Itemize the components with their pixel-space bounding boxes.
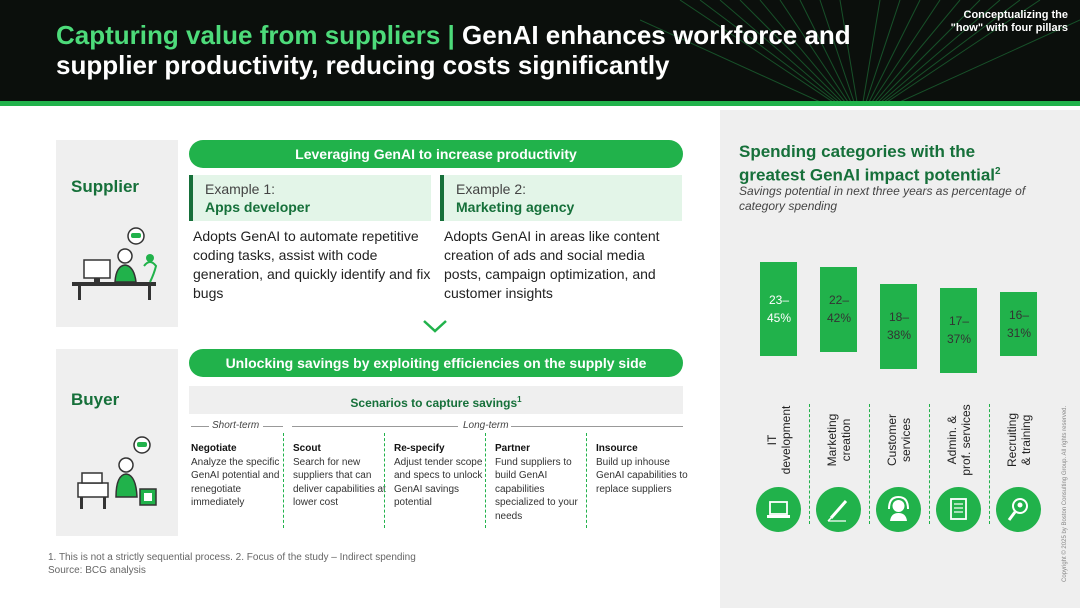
example-1-number: Example 1: [205, 181, 276, 197]
header: Capturing value from suppliers | GenAI e… [0, 0, 1080, 101]
buyer-illustration-icon [77, 436, 157, 509]
category-separator [809, 404, 810, 524]
decorative-rays [640, 0, 1080, 101]
headset-icon [876, 487, 921, 532]
bar-label-admin-prof-services: 17–37% [946, 314, 972, 347]
chevron-down-icon [423, 320, 447, 333]
supplier-pill: Leveraging GenAI to increase productivit… [189, 140, 683, 168]
bar-customer-services [880, 283, 917, 369]
pillars-line-1: Conceptualizing the [963, 9, 1069, 21]
scenario-separator [586, 433, 587, 528]
bar-marketing-creation [820, 266, 857, 352]
scenario-respecify-title: Re-specify [394, 443, 445, 454]
header-accent-bar [0, 101, 1080, 106]
pen-icon [816, 487, 861, 532]
page-title: Capturing value from suppliers | GenAI e… [56, 20, 856, 80]
category-label-recruiting-training: Recruiting& training [987, 402, 1051, 478]
short-term-line-left [191, 426, 209, 427]
buyer-box: Buyer [56, 349, 178, 536]
example-2-name: Marketing agency [456, 199, 575, 215]
scenario-insource-title: Insource [596, 443, 638, 454]
chart-subtitle: Savings potential in next three years as… [739, 184, 1026, 213]
category-separator [929, 404, 930, 524]
laptop-icon [756, 487, 801, 532]
long-term-line-right [511, 426, 683, 427]
document-icon [936, 487, 981, 532]
example-2-header: Example 2: Marketing agency [440, 175, 682, 221]
scenario-partner: Partner Fund suppliers to build GenAI ca… [495, 442, 591, 523]
category-separator [989, 404, 990, 524]
scenario-respecify: Re-specify Adjust tender scope and specs… [394, 442, 490, 510]
bar-recruiting-training [1000, 292, 1037, 356]
category-label-admin-prof-services: Admin. &prof. services [927, 402, 991, 478]
scenario-scout-title: Scout [293, 443, 321, 454]
category-label-text: Admin. &prof. services [945, 404, 973, 476]
short-term-label: Short-term [212, 420, 260, 431]
magnifier-icon [996, 487, 1041, 532]
scenario-separator [384, 433, 385, 528]
bar-label-marketing-creation: 22–42% [826, 293, 852, 325]
scenario-negotiate: Negotiate Analyze the specific GenAI pot… [191, 442, 287, 510]
scenario-scout: Scout Search for new suppliers that can … [293, 442, 389, 510]
scenario-separator [485, 433, 486, 528]
category-label-text: Recruiting& training [1005, 412, 1033, 468]
buyer-pill: Unlocking savings by exploiting efficien… [189, 349, 683, 377]
scenario-partner-title: Partner [495, 443, 531, 454]
supplier-label: Supplier [71, 177, 140, 196]
example-2-number: Example 2: [456, 181, 527, 197]
scenario-insource-text: Build up inhouse GenAI capabilities to r… [596, 456, 688, 495]
long-term-line-left [292, 426, 458, 427]
chart-title: Spending categories with the greatest Ge… [739, 142, 1039, 186]
example-1-name: Apps developer [205, 199, 311, 215]
scenario-negotiate-text: Analyze the specific GenAI potential and… [191, 456, 280, 509]
title-rest: GenAI enhances workforce and supplier pr… [56, 20, 851, 80]
supplier-box: Supplier [56, 140, 178, 327]
example-1-header: Example 1: Apps developer [189, 175, 431, 221]
title-accent: Capturing value from suppliers | [56, 20, 455, 50]
footnote-source: Source: BCG analysis [48, 565, 146, 576]
bar-admin-prof-services [940, 287, 977, 373]
short-term-line-right [263, 426, 283, 427]
bar-label-customer-services: 18–38% [886, 310, 912, 342]
copyright-note: Copyright © 2025 by Boston Consulting Gr… [1062, 405, 1068, 582]
bar-label-it-development: 23–45% [766, 293, 792, 325]
scenario-separator [283, 433, 284, 528]
pillars-note: Conceptualizing the "how" with four pill… [908, 9, 1068, 35]
long-term-label: Long-term [463, 420, 509, 431]
example-2-description: Adopts GenAI in areas like content creat… [444, 228, 660, 301]
scenario-insource: Insource Build up inhouse GenAI capabili… [596, 442, 692, 496]
scenario-partner-text: Fund suppliers to build GenAI capabiliti… [495, 456, 578, 522]
scenario-scout-text: Search for new suppliers that can delive… [293, 456, 386, 509]
example-1-description: Adopts GenAI to automate repetitive codi… [193, 228, 431, 301]
scenario-respecify-text: Adjust tender scope and specs to unlock … [394, 456, 483, 509]
chart-title-footnote-marker: 2 [995, 166, 1001, 177]
pillars-line-2: "how" with four pillars [950, 22, 1068, 34]
developer-illustration-icon [72, 227, 158, 300]
footnote-line-1: 1. This is not a strictly sequential pro… [48, 552, 416, 563]
scenarios-header: Scenarios to capture savings1 [189, 386, 683, 414]
scenarios-footnote-marker: 1 [517, 395, 522, 404]
bar-label-recruiting-training: 16–31% [1006, 307, 1032, 340]
buyer-label: Buyer [71, 390, 120, 409]
scenarios-title: Scenarios to capture savings [350, 396, 518, 410]
category-separator [869, 404, 870, 524]
bar-it-development [760, 262, 797, 356]
chart-title-text: Spending categories with the greatest Ge… [739, 142, 995, 185]
scenario-negotiate-title: Negotiate [191, 443, 237, 454]
